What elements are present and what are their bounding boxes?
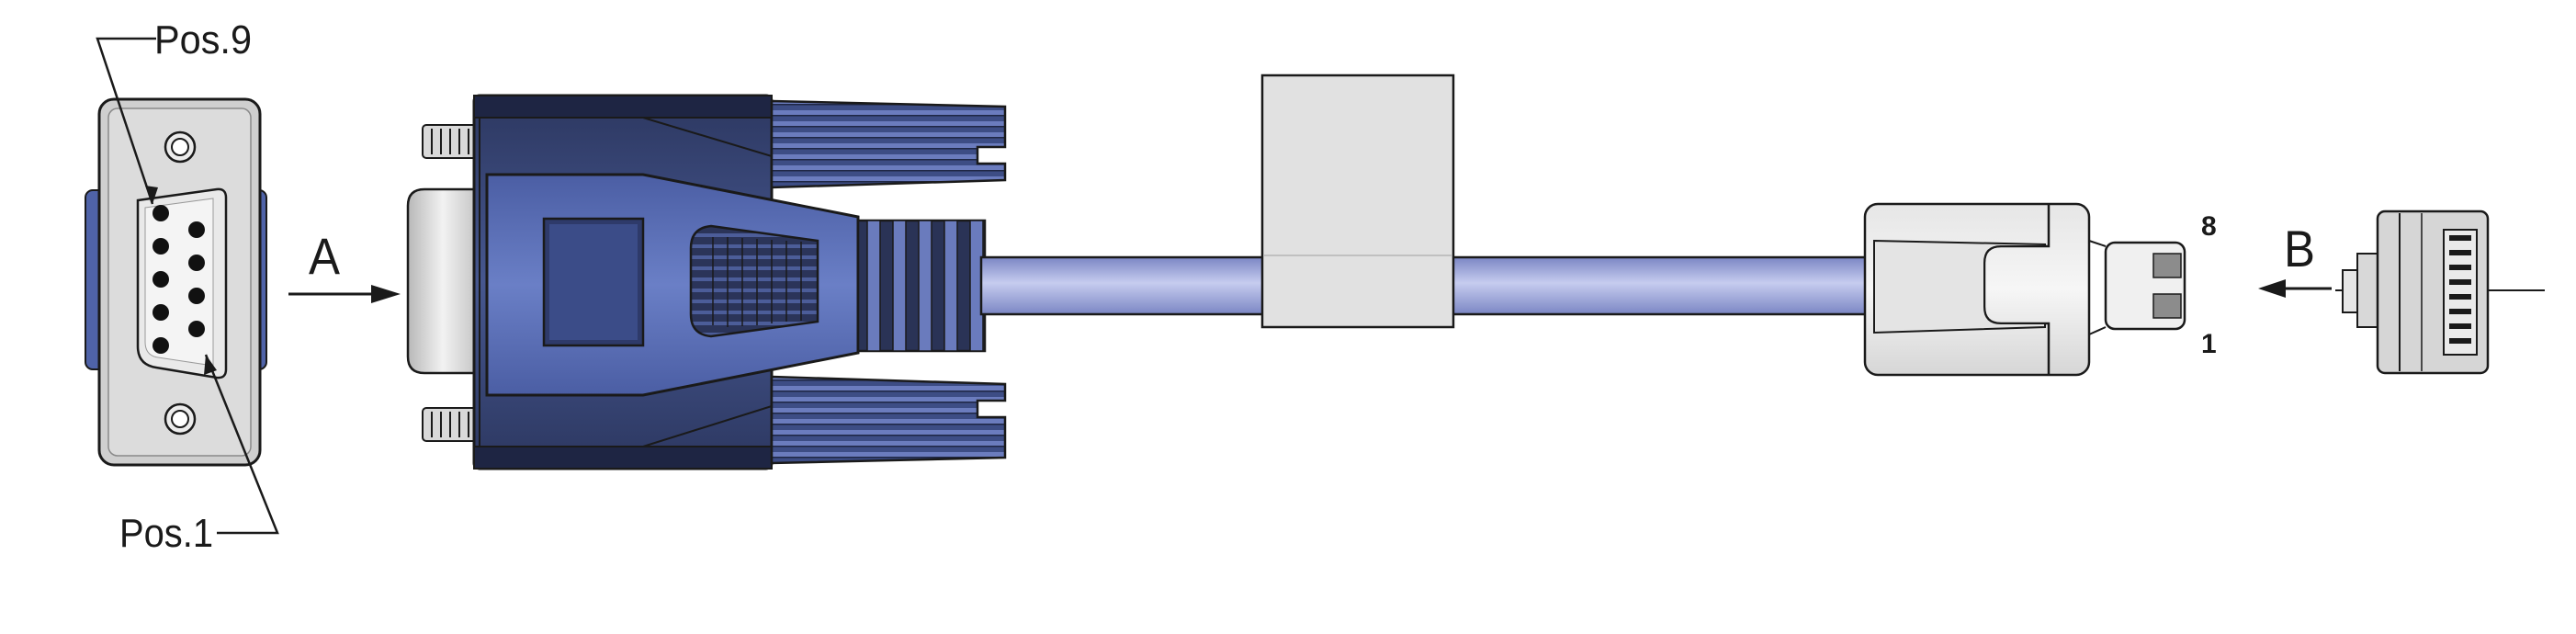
db9-grip-pad <box>689 224 819 338</box>
rj45-end-view <box>2335 209 2545 375</box>
pos1-label: Pos.1 <box>119 511 213 556</box>
db9-metal-shell <box>406 187 480 375</box>
rj45-pin-1-label: 1 <box>2201 329 2217 359</box>
view-b-arrow: B <box>2258 220 2332 298</box>
pos1-leader-line <box>204 354 279 535</box>
rj45-plug-side-view: 8 1 <box>1863 202 2217 377</box>
cable <box>979 74 1869 329</box>
pos9-leader-line <box>96 37 156 205</box>
rj45-pin-8-label: 8 <box>2201 211 2217 242</box>
rj45-end-contacts <box>2443 229 2478 356</box>
pos9-label: Pos.9 <box>154 17 252 62</box>
view-a-arrow: A <box>288 227 401 303</box>
db9-pins <box>153 205 205 354</box>
cable-segment-right <box>1448 255 1869 316</box>
ferrite-core <box>1260 74 1455 329</box>
db9-connector-side-view <box>406 94 1007 470</box>
cable-segment-left <box>979 255 1266 316</box>
view-a-label: A <box>309 227 341 285</box>
thumbscrew-knob-bottom <box>770 375 1007 465</box>
view-b-label: B <box>2284 220 2315 277</box>
db9-face-view: Pos.9 Pos.1 <box>85 17 279 556</box>
thumbscrew-knob-top <box>770 99 1007 189</box>
